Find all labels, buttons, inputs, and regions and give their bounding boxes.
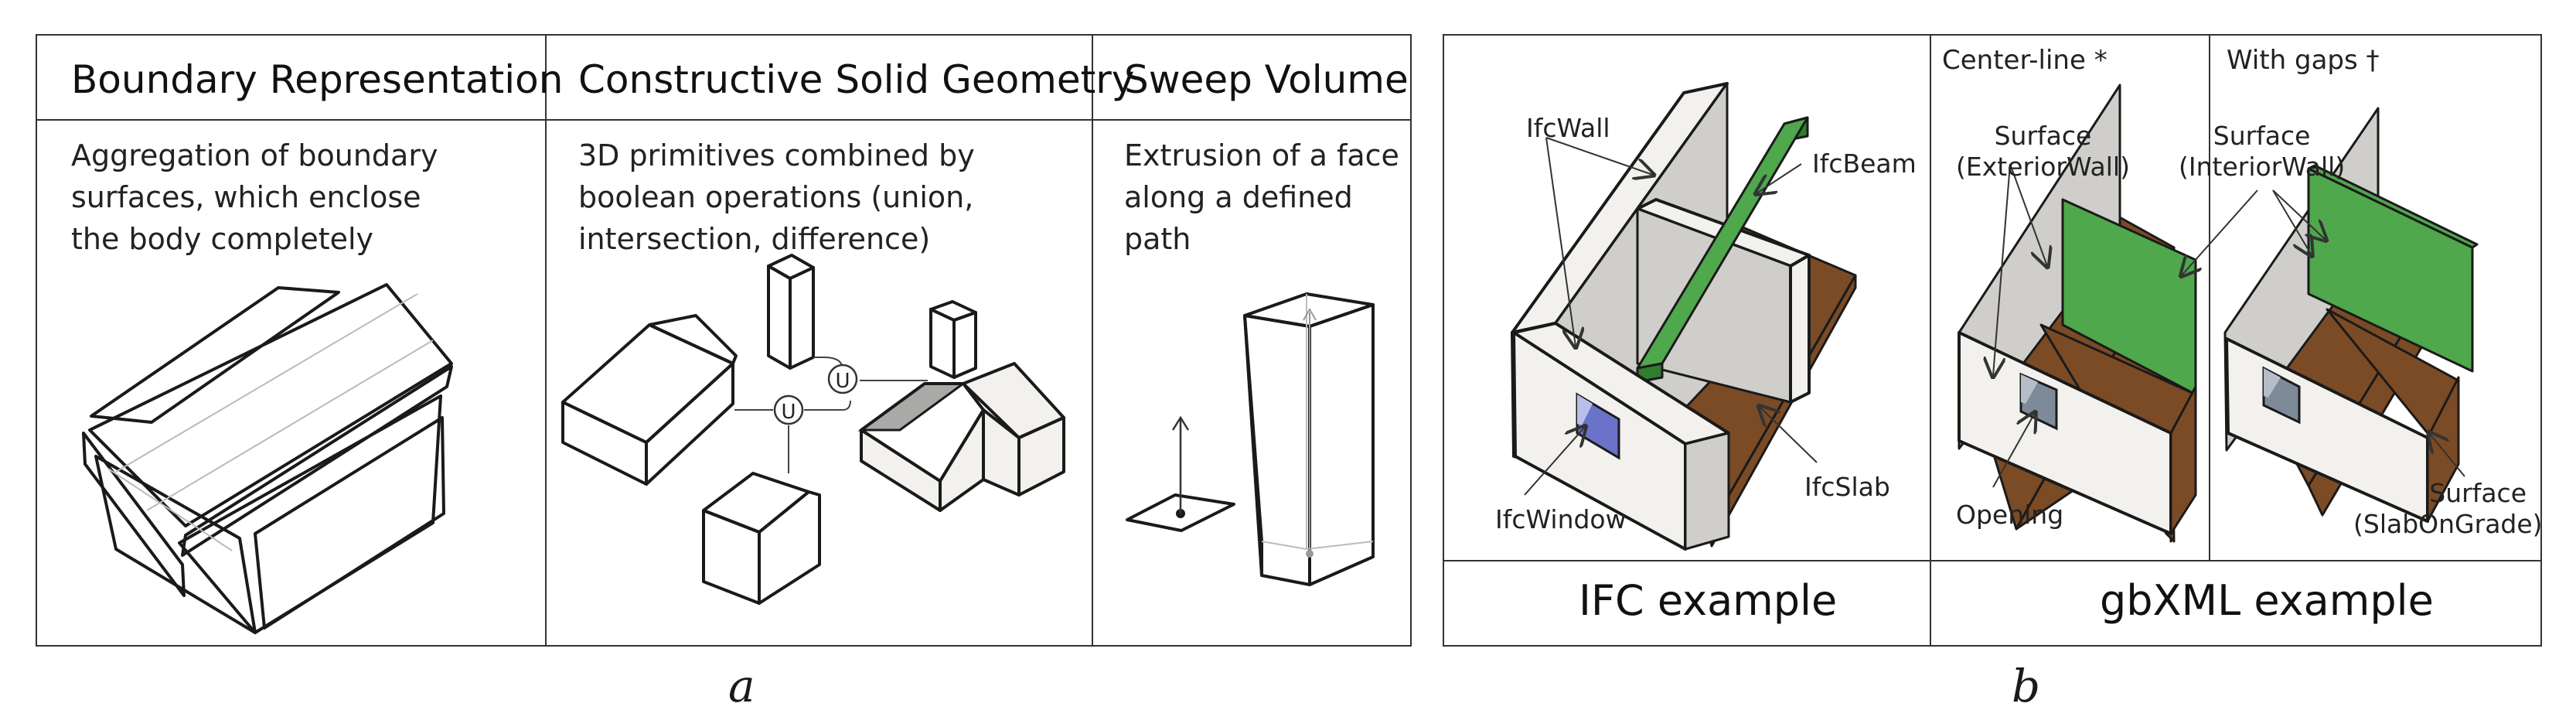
csg-title: Constructive Solid Geometry (578, 57, 1135, 102)
ifc-example-footer: IFC example (1579, 576, 1838, 625)
brep-front-face (254, 416, 445, 630)
gbxml-centerline-drawing (1958, 84, 2258, 543)
surface-exterior-label: Surface (ExteriorWall) (1956, 121, 2130, 182)
panel-b-footer-divider (1443, 560, 2542, 561)
panel-a-header-divider (36, 119, 1412, 121)
ifc-wall-label: IfcWall (1526, 113, 1610, 143)
panel-a-col-divider-2 (1092, 34, 1093, 647)
brep-house-drawing (82, 283, 453, 634)
surface-interior-label: Surface (InteriorWall) (2179, 121, 2346, 182)
ifc-slab-label: IfcSlab (1804, 472, 1890, 502)
opening-label: Opening (1956, 500, 2064, 530)
brep-gable-left (82, 432, 186, 597)
csg-description: 3D primitives combined by boolean operat… (578, 138, 975, 256)
sweep-face (1126, 493, 1235, 532)
panel-a-col-divider-1 (545, 34, 547, 647)
panel-b-frame (1443, 34, 2542, 647)
ifc-building-drawing (1511, 82, 1857, 551)
brep-title: Boundary Representation (71, 57, 564, 102)
sweep-title: Sweep Volume (1124, 57, 1409, 102)
gbxml-gaps-drawing (2223, 107, 2479, 523)
with-gaps-heading: With gaps † (2227, 45, 2380, 76)
brep-description: Aggregation of boundary surfaces, which … (71, 138, 438, 256)
brep-front-wall (178, 394, 442, 634)
surface-slab-label: Surface (SlabOnGrade) (2353, 478, 2543, 539)
brep-roof-ridge-strip (90, 286, 340, 424)
center-line-heading: Center-line * (1942, 45, 2107, 76)
panel-b-col-divider (1930, 34, 1931, 647)
ifc-window-label: IfcWindow (1495, 504, 1627, 534)
union-symbol-2: U (835, 370, 850, 393)
gbxml-variant-divider (2209, 34, 2210, 560)
sweep-description: Extrusion of a face along a defined path (1124, 138, 1399, 256)
csg-drawing: U U (561, 254, 1065, 605)
panel-a-caption: a (728, 660, 755, 712)
ifc-beam-label: IfcBeam (1812, 148, 1917, 179)
union-symbol-1: U (781, 401, 796, 424)
gbxml-example-footer: gbXML example (2100, 576, 2434, 625)
panel-b-caption: b (2012, 660, 2041, 712)
sweep-drawing (1126, 292, 1375, 586)
brep-roof-panel-left (88, 283, 453, 527)
panel-a-frame (36, 34, 1412, 647)
brep-side-wall (94, 455, 257, 634)
